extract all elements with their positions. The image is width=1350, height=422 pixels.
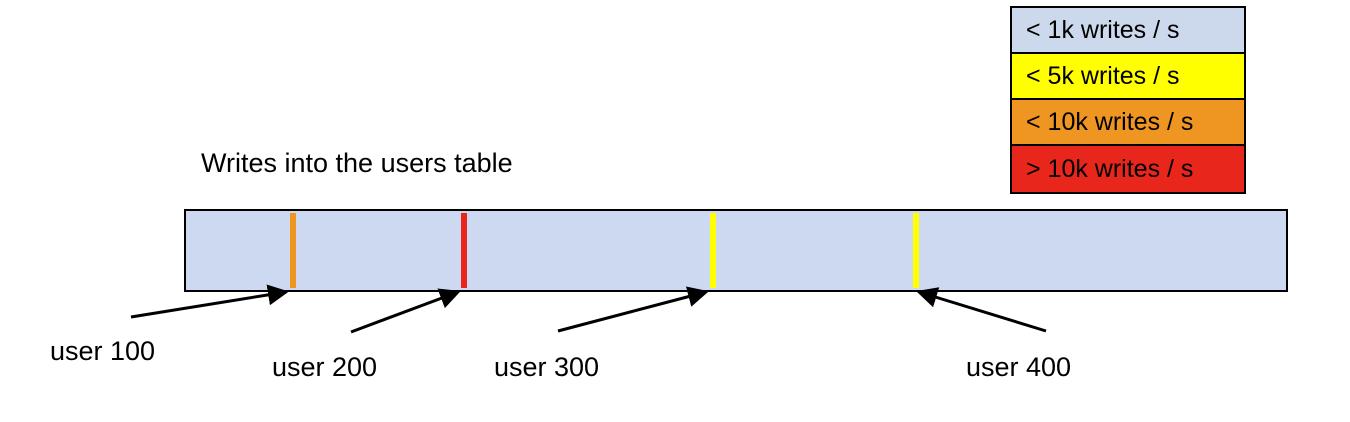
- legend-label-under-10k: < 10k writes / s: [1026, 107, 1194, 136]
- legend-row-under-1k: < 1k writes / s: [1012, 8, 1244, 54]
- legend-label-under-1k: < 1k writes / s: [1026, 15, 1180, 44]
- callout-label-user-200: user 200: [272, 352, 378, 382]
- users-table-bar: [184, 209, 1288, 292]
- callout-label-user-300: user 300: [494, 352, 600, 382]
- callout-label-user-100: user 100: [50, 336, 156, 366]
- legend-box: < 1k writes / s < 5k writes / s < 10k wr…: [1010, 6, 1246, 194]
- marker-user-200: [461, 213, 467, 288]
- arrow-user-300: [557, 286, 709, 333]
- callout-label-user-400: user 400: [966, 352, 1072, 382]
- arrow-user-200: [350, 288, 461, 334]
- legend-row-over-10k: > 10k writes / s: [1012, 146, 1244, 192]
- marker-user-300: [710, 213, 716, 288]
- legend-row-under-5k: < 5k writes / s: [1012, 54, 1244, 100]
- arrow-user-100: [130, 284, 289, 319]
- users-table-bar-wrapper: [184, 209, 1288, 292]
- arrow-user-400: [916, 287, 1047, 333]
- chart-title: Writes into the users table: [201, 148, 513, 178]
- legend-row-under-10k: < 10k writes / s: [1012, 100, 1244, 146]
- marker-user-400: [913, 213, 919, 288]
- marker-user-100: [290, 213, 296, 288]
- legend-label-under-5k: < 5k writes / s: [1026, 61, 1180, 90]
- legend-label-over-10k: > 10k writes / s: [1026, 154, 1194, 183]
